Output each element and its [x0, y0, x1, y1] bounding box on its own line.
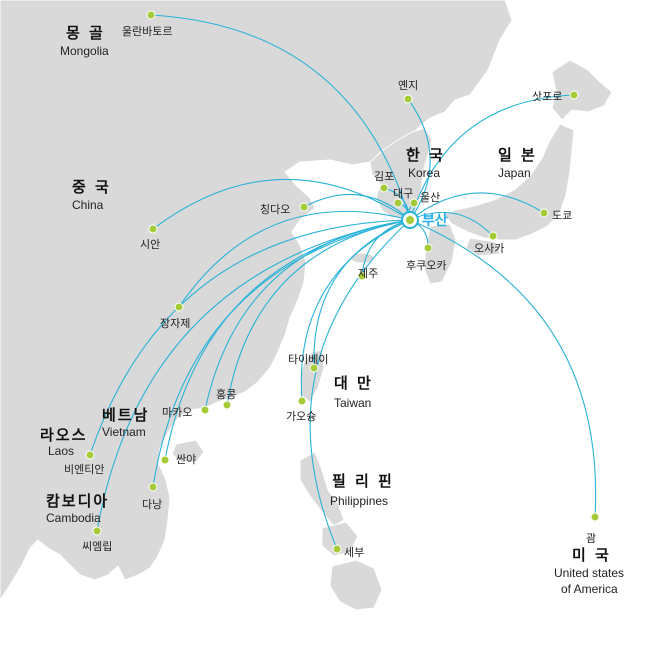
philippines-mindanao — [329, 559, 383, 611]
city-marker-vientiane — [85, 450, 95, 460]
country-label-usa: 미 국 — [572, 546, 611, 564]
city-marker-kaohsiung — [297, 396, 307, 406]
city-marker-cebu — [332, 544, 342, 554]
route-line-kaohsiung — [300, 219, 411, 402]
route-line-guam — [409, 219, 597, 518]
city-marker-danang — [148, 482, 158, 492]
busan-hub-marker — [401, 211, 419, 229]
city-marker-sapporo — [569, 90, 579, 100]
city-label-tokyo: 도쿄 — [552, 209, 573, 222]
route-line-taipei — [313, 219, 411, 369]
city-label-jeju: 제주 — [358, 267, 379, 280]
country-label-philippines-en: Philippines — [330, 494, 389, 508]
city-marker-qingdao — [299, 202, 309, 212]
city-label-guam: 괌 — [586, 532, 597, 545]
country-label-korea: 한 국 — [406, 146, 445, 164]
city-marker-hongkong — [222, 400, 232, 410]
city-label-kaohsiung: 가오슝 — [286, 410, 317, 423]
country-label-mongolia-en: Mongolia — [60, 44, 109, 58]
japan-hokkaido — [551, 59, 613, 121]
city-marker-daegu — [393, 198, 403, 208]
country-label-japan: 일 본 — [498, 146, 537, 164]
city-label-siemreap: 씨엠립 — [82, 540, 113, 553]
korea-peninsula — [369, 127, 433, 219]
city-marker-guam — [590, 512, 600, 522]
city-marker-zhangjiajie — [174, 302, 184, 312]
route-line-xian — [152, 178, 411, 230]
city-markers — [85, 10, 600, 554]
city-label-ulaanbaatar: 울란바토르 — [122, 25, 173, 38]
city-label-yanji: 옌지 — [398, 79, 419, 92]
city-marker-jeju — [357, 271, 367, 281]
route-line-siemreap — [96, 219, 411, 532]
city-label-qingdao: 칭다오 — [260, 203, 291, 216]
city-marker-tokyo — [539, 208, 549, 218]
city-label-vientiane: 비엔티안 — [64, 463, 105, 476]
country-label-philippines: 필 리 핀 — [332, 472, 394, 490]
city-label-fukuoka: 후쿠오카 — [406, 259, 447, 272]
country-label-laos: 라오스 — [40, 426, 88, 444]
city-marker-ulaanbaatar — [146, 10, 156, 20]
city-label-gimpo: 김포 — [374, 170, 395, 183]
country-label-usa-en-line2: of America — [561, 582, 618, 596]
country-label-cambodia: 캄보디아 — [46, 492, 110, 510]
city-label-sapporo: 삿포로 — [532, 90, 563, 103]
city-marker-macau — [200, 405, 210, 415]
city-label-ulsan: 울산 — [420, 191, 441, 204]
city-label-zhangjiajie: 장자제 — [160, 317, 191, 330]
japan-shikoku — [465, 237, 501, 257]
country-label-cambodia-en: Cambodia — [46, 511, 101, 525]
city-marker-ulsan — [409, 198, 419, 208]
country-label-taiwan-en: Taiwan — [334, 396, 372, 410]
route-line-osaka — [409, 211, 494, 237]
country-label-vietnam-en: Vietnam — [102, 425, 146, 439]
city-marker-fukuoka — [423, 243, 433, 253]
hainan-island — [171, 439, 205, 463]
route-line-sapporo — [409, 94, 575, 221]
city-marker-sanya — [160, 455, 170, 465]
country-label-japan-en: Japan — [498, 166, 531, 180]
route-line-danang — [152, 219, 411, 488]
city-label-osaka: 오사카 — [474, 242, 505, 255]
city-marker-yanji — [403, 94, 413, 104]
hub-label-busan: 부산 — [422, 213, 448, 229]
country-label-korea-en: Korea — [408, 166, 441, 180]
city-marker-siemreap — [92, 526, 102, 536]
land-layer — [0, 0, 613, 611]
route-line-tokyo — [409, 192, 545, 221]
city-label-danang: 다낭 — [142, 498, 163, 511]
country-label-china: 중 국 — [72, 178, 111, 196]
city-label-sanya: 싼야 — [176, 453, 197, 466]
philippines-visayas — [321, 521, 359, 557]
route-line-zhangjiajie — [178, 210, 411, 308]
route-line-sanya — [164, 219, 411, 461]
city-label-hongkong: 홍콩 — [216, 388, 237, 401]
country-label-laos-en: Laos — [48, 444, 75, 458]
country-label-china-en: China — [72, 198, 104, 212]
route-line-ulaanbaatar — [150, 14, 411, 221]
country-label-taiwan: 대 만 — [334, 374, 373, 392]
city-marker-taipei — [309, 363, 319, 373]
route-line-vientiane — [89, 219, 411, 456]
route-line-yanji — [407, 98, 431, 221]
city-marker-gimpo — [379, 183, 389, 193]
japan-kyushu — [423, 223, 457, 285]
city-label-xian: 시안 — [140, 238, 161, 251]
country-label-vietnam: 베트남 — [102, 406, 150, 424]
country-label-mongolia: 몽 골 — [66, 24, 105, 42]
city-label-macau: 마카오 — [162, 406, 193, 419]
city-marker-xian — [148, 224, 158, 234]
city-label-cebu: 세부 — [344, 546, 365, 559]
city-label-taipei: 타이베이 — [288, 353, 329, 366]
country-label-usa-en-line1: United states — [554, 566, 625, 580]
city-marker-osaka — [488, 231, 498, 241]
philippines-luzon — [299, 451, 345, 527]
route-line-qingdao — [303, 193, 411, 221]
city-label-daegu: 대구 — [393, 187, 414, 200]
